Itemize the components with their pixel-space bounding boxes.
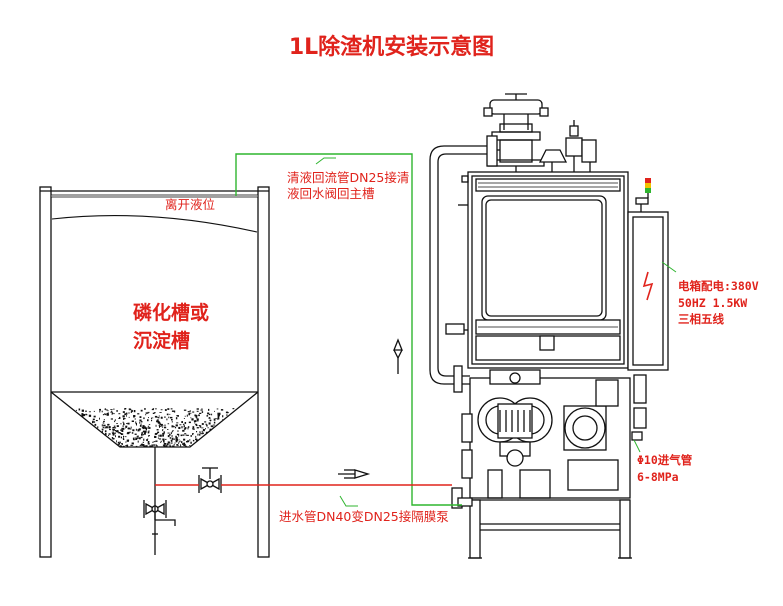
electric-box (627, 188, 669, 441)
air-line2: 6-8MPa (637, 469, 679, 484)
pump-assembly (461, 369, 631, 501)
leader-return (315, 157, 336, 165)
power-line1: 电箱配电:380V (678, 279, 759, 293)
tank-label: 磷化槽或 沉淀槽 (133, 300, 209, 355)
inlet-valve (198, 467, 222, 493)
power-spec-label: 电箱配电:380V 50HZ 1.5KW 三相五线 (678, 278, 759, 328)
tank-label-line2: 沉淀槽 (133, 329, 191, 352)
settling-tank (39, 186, 270, 558)
machine-frame (458, 171, 629, 369)
sludge (75, 408, 235, 448)
power-line3: 三相五线 (678, 312, 724, 327)
return-pipe-line1: 清液回流管DN25接清 (287, 170, 410, 185)
return-pipe-label: 清液回流管DN25接清 液回水阀回主槽 (287, 170, 409, 201)
tank-label-line1: 磷化槽或 (133, 302, 210, 324)
leave-level-label: 离开液位 (165, 197, 216, 212)
page-title: 1L除渣机安装示意图 (288, 35, 495, 60)
return-pipe-line (235, 153, 462, 506)
signal-tower (645, 178, 651, 193)
right-arrow (338, 469, 371, 479)
return-pipe-elbow (429, 145, 487, 393)
air-line1: Φ10进气管 (637, 453, 693, 467)
air-inlet-label: Φ10进气管 6-8MPa (637, 452, 692, 485)
inlet-pipe-label: 进水管DN40变DN25接隔膜泵 (279, 509, 449, 524)
power-line2: 50HZ 1.5KW (678, 295, 748, 310)
up-arrow (393, 338, 403, 374)
leader-inlet (339, 495, 358, 507)
drain-valve (143, 500, 176, 535)
top-valve-assembly (483, 93, 597, 172)
leader-air (633, 439, 641, 453)
return-pipe-line2: 液回水阀回主槽 (287, 185, 375, 201)
leader-power (661, 261, 677, 273)
support-legs (451, 487, 632, 559)
